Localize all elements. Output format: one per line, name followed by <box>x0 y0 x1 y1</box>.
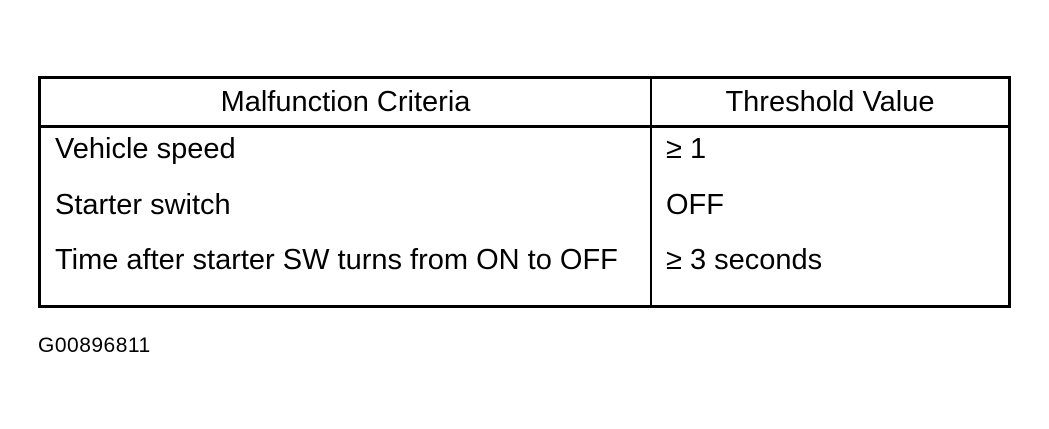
threshold-cell: ≥ 1 <box>666 133 707 165</box>
table-header-row: Malfunction Criteria Threshold Value <box>41 79 1008 128</box>
threshold-cell: OFF <box>666 188 724 221</box>
criteria-cell: Starter switch <box>41 183 652 239</box>
table-row: Vehicle speed ≥ 1 <box>41 126 1008 184</box>
table-row: Starter switch OFF <box>41 183 1008 239</box>
malfunction-criteria-table: Malfunction Criteria Threshold Value Veh… <box>41 79 1008 305</box>
criteria-cell: Vehicle speed <box>41 126 652 184</box>
criteria-table-frame: Malfunction Criteria Threshold Value Veh… <box>38 76 1011 308</box>
figure-id: G00896811 <box>38 334 151 357</box>
header-threshold-value: Threshold Value <box>651 79 1008 128</box>
table-row: Time after starter SW turns from ON to O… <box>41 238 1008 305</box>
header-malfunction-criteria: Malfunction Criteria <box>41 79 652 128</box>
threshold-cell: ≥ 3 seconds <box>666 243 823 276</box>
criteria-cell: Time after starter SW turns from ON to O… <box>41 238 652 305</box>
